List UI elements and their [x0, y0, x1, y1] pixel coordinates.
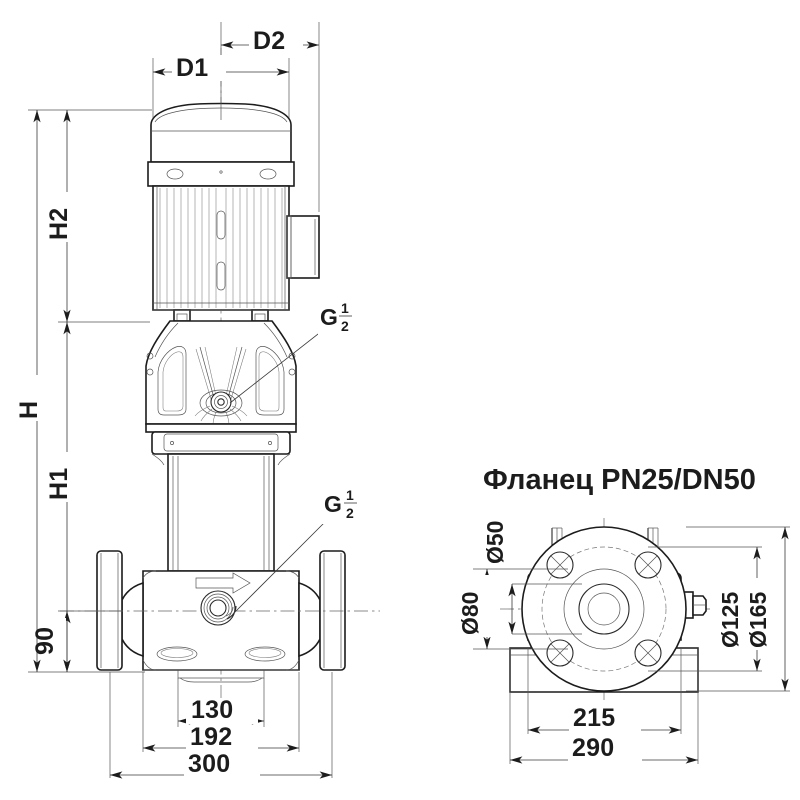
- coupling-hub: [194, 389, 248, 426]
- vent-plug-denominator: 2: [341, 318, 349, 334]
- flange-view-title: Фланец PN25/DN50: [483, 464, 756, 496]
- flow-direction-arrow: [195, 572, 251, 594]
- dim-D1-label: D1: [176, 54, 208, 82]
- inner-bore-circle: [587, 592, 621, 626]
- flange-bottom-dimensions: 215 290: [509, 648, 699, 764]
- dim-290-label: 290: [572, 734, 614, 762]
- bolt-hole: [634, 639, 662, 667]
- motor-stool-bracket: [145, 320, 297, 433]
- motor-cooling-fins: [159, 188, 283, 308]
- dim-H-label: H: [15, 401, 43, 419]
- drain-plug-numerator: 1: [346, 487, 354, 503]
- pump-base-housing: [60, 550, 380, 683]
- bore-circle: [578, 583, 630, 635]
- motor-finned-body: [152, 185, 290, 311]
- dim-300-label: 300: [188, 750, 230, 778]
- drain-plug-callout: G 1 2: [232, 482, 366, 615]
- flange-left-dimensions: Ø50 Ø80: [457, 506, 582, 650]
- motor-mounting-bolts: [153, 309, 289, 322]
- pump-sleeve-chamber: [167, 453, 275, 572]
- dim-bolt-circle-label: Ø125: [717, 592, 743, 648]
- pump-front-elevation: D1 D2 H H2 H1: [15, 22, 380, 779]
- vent-plug-thread-label: G: [320, 304, 338, 330]
- flange-face: [521, 526, 687, 692]
- dim-90-label: 90: [31, 627, 59, 655]
- motor-terminal-box: [286, 215, 320, 279]
- dim-H2-label: H2: [45, 208, 73, 240]
- bottom-dimensions: 130 192 300: [109, 672, 333, 779]
- base-mounting-slots: [156, 646, 286, 662]
- bolt-hole: [546, 551, 574, 579]
- bolt-hole-group: [546, 551, 662, 667]
- pump-nameplate: [151, 431, 291, 466]
- bolt-hole: [546, 639, 574, 667]
- drain-plug-denominator: 2: [346, 505, 354, 521]
- dim-192-label: 192: [190, 723, 232, 751]
- drain-plug-thread-label: G: [324, 491, 342, 517]
- bolt-hole: [634, 551, 662, 579]
- left-vertical-dimensions: H H2 H1 90: [15, 109, 152, 673]
- dim-flange-outer-label: Ø165: [745, 592, 771, 648]
- dim-215-label: 215: [573, 704, 615, 732]
- drain-plug-boss: [200, 590, 237, 626]
- dim-H1-label: H1: [45, 468, 73, 500]
- motor-fan-cover: [150, 102, 292, 163]
- dim-130-label: 130: [191, 696, 233, 724]
- suction-flange-left: [96, 550, 123, 671]
- discharge-flange-right: [319, 550, 346, 671]
- dim-raised-face-label: Ø80: [457, 592, 483, 635]
- raised-face-circle: [563, 568, 645, 650]
- flange-detail-view: Фланец PN25/DN50: [457, 464, 790, 764]
- flange-right-dimensions: Ø125 Ø165: [648, 526, 790, 692]
- vent-plug-numerator: 1: [341, 300, 349, 316]
- top-dimensions: D1 D2: [152, 22, 320, 212]
- dim-D2-label: D2: [253, 27, 285, 55]
- motor-top-band: [147, 161, 295, 187]
- vent-plug-callout: G 1 2: [229, 296, 360, 404]
- bolt-circle: [541, 546, 667, 672]
- dim-bore-label: Ø50: [482, 521, 508, 564]
